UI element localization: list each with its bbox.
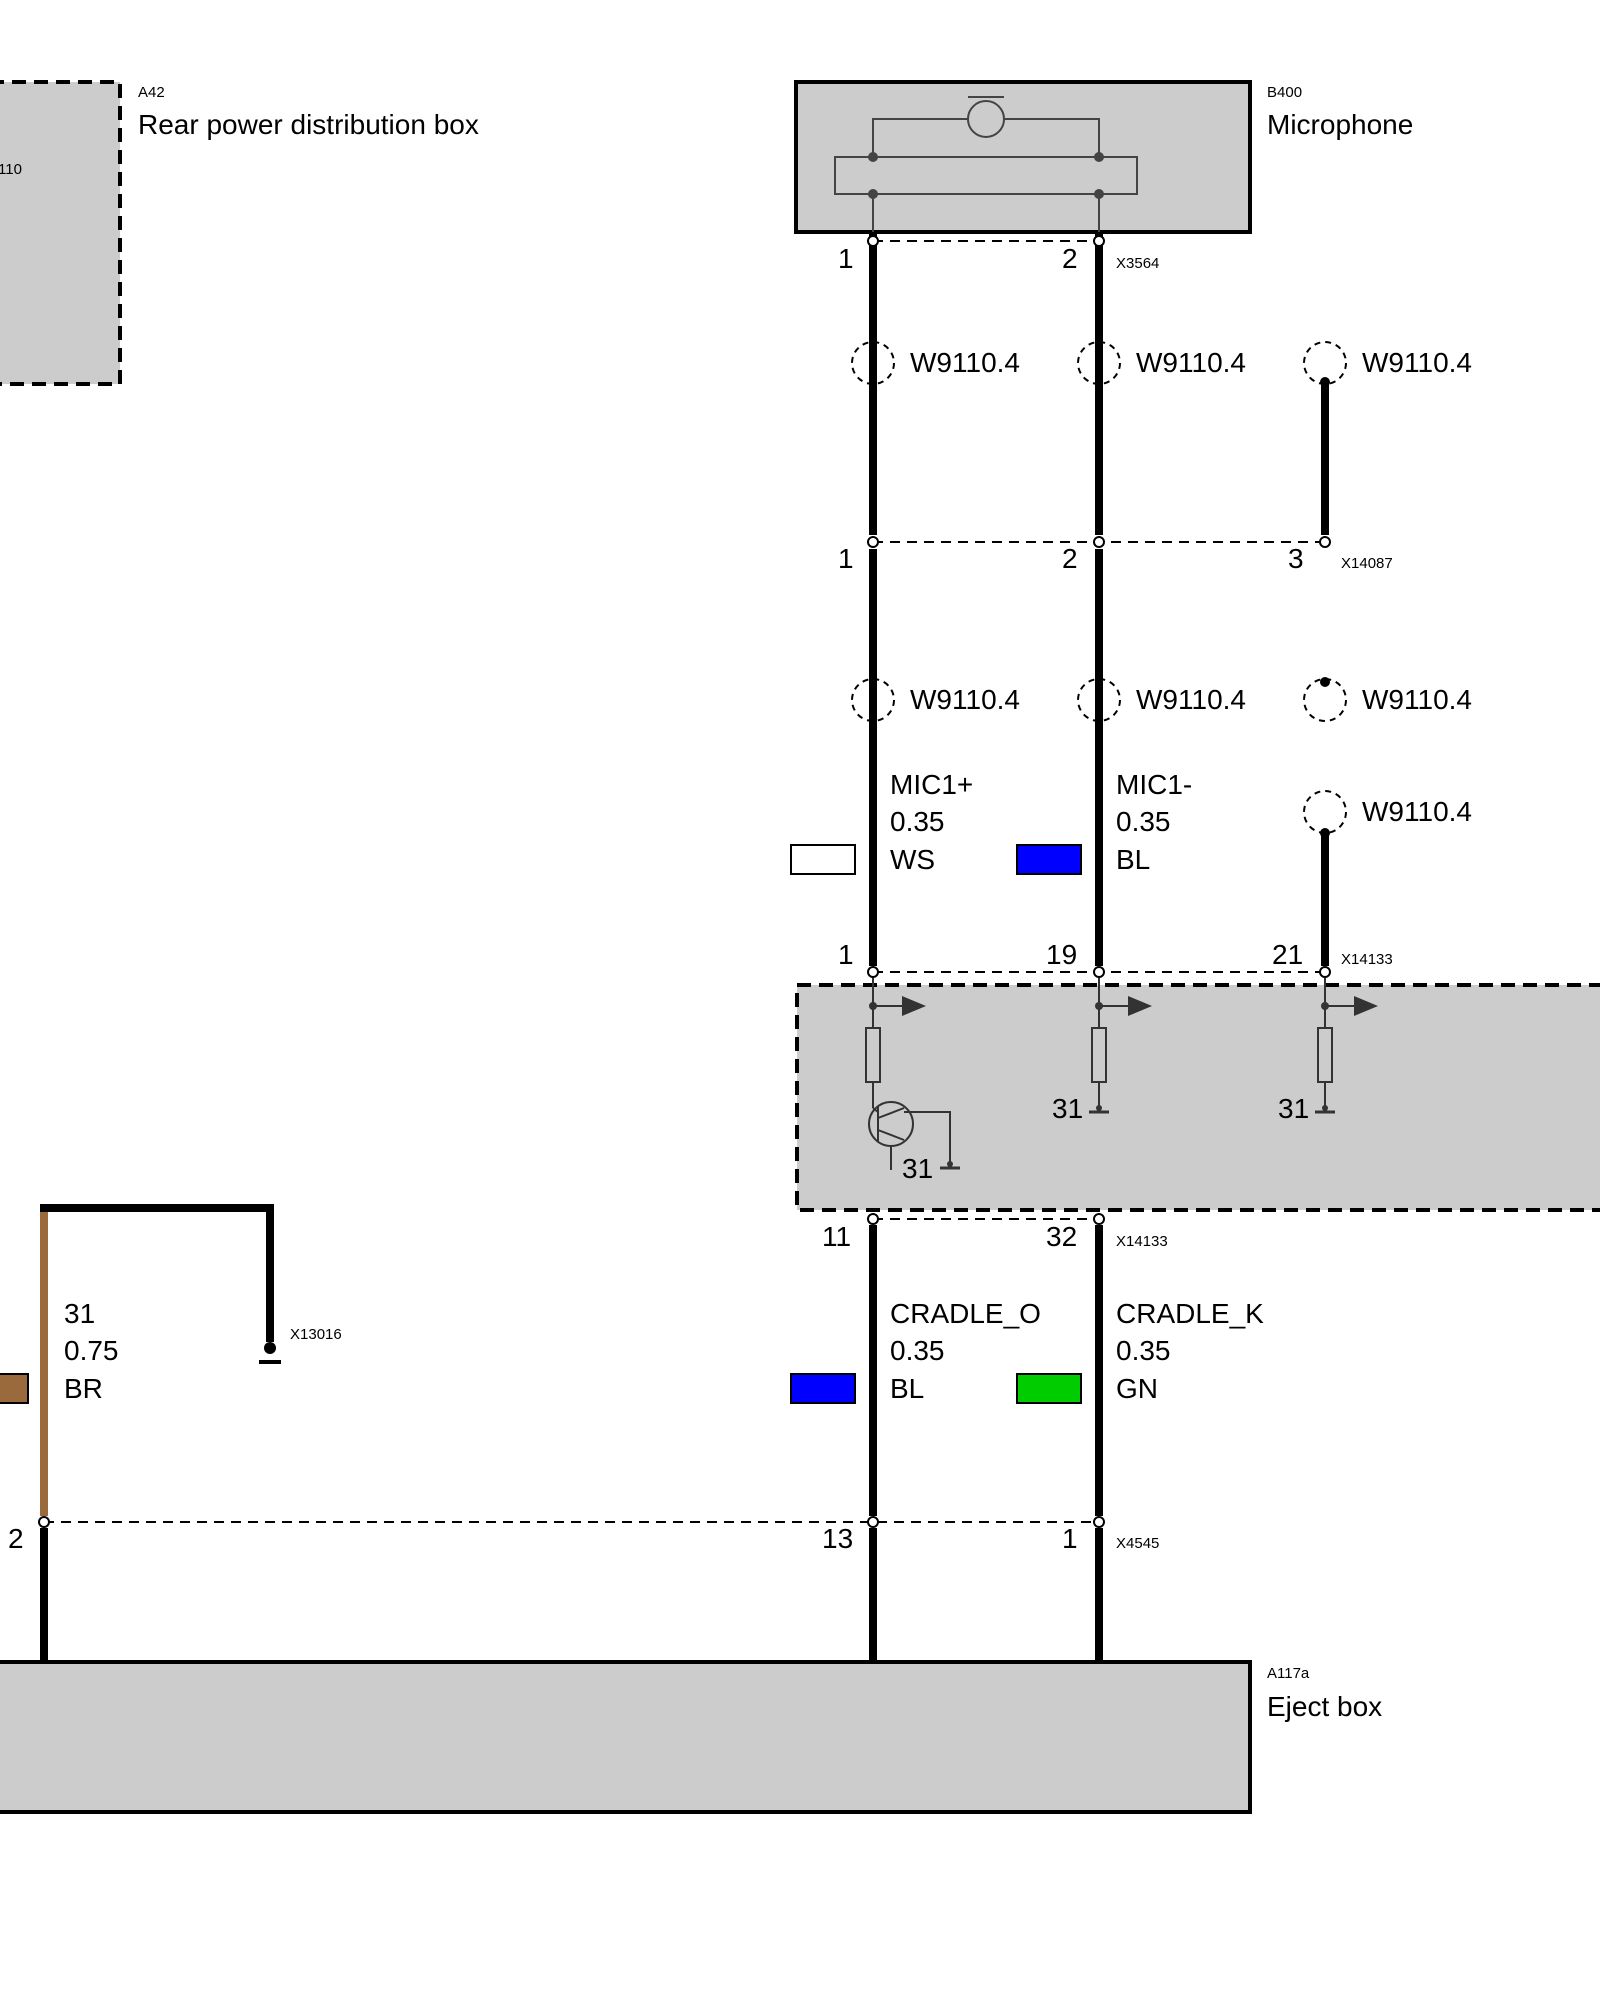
wire-color-swatch xyxy=(790,1373,856,1404)
pin-number: 1 xyxy=(1062,1523,1078,1554)
control-unit-box xyxy=(795,983,1600,1212)
wire-signal: 31 xyxy=(64,1298,95,1329)
wire-color-code: BR xyxy=(64,1373,103,1404)
wire-signal: CRADLE_O xyxy=(890,1298,1041,1329)
shield-marker-icon xyxy=(1303,678,1347,722)
wire-size: 0.35 xyxy=(1116,806,1171,837)
pin-number: 2 xyxy=(1062,543,1078,574)
a42-box xyxy=(0,80,122,386)
shield-marker-icon xyxy=(1303,790,1347,834)
shield-marker-icon xyxy=(1077,678,1121,722)
pin-number: 1 xyxy=(838,243,854,274)
x14133-bottom-label: X14133 xyxy=(1116,1233,1168,1250)
wire-color-swatch xyxy=(0,1373,29,1404)
internal-circuit xyxy=(865,978,1354,1170)
shield-marker-icon xyxy=(1077,341,1121,385)
x13016-label: X13016 xyxy=(290,1326,342,1343)
a42-name: Rear power distribution box xyxy=(138,109,479,140)
pin-number: 2 xyxy=(8,1523,24,1554)
wire-size: 0.75 xyxy=(64,1335,119,1366)
wire-color-code: BL xyxy=(890,1373,924,1404)
a117a-ref: A117a xyxy=(1267,1665,1310,1682)
a117a-box xyxy=(0,1660,1252,1814)
shield-label: W9110.4 xyxy=(1362,796,1472,827)
shield-label: W9110.4 xyxy=(1136,347,1246,378)
pin-number: 32 xyxy=(1046,1221,1077,1252)
wire-color-swatch xyxy=(790,844,856,875)
a42-ref: A42 xyxy=(138,84,165,101)
pin-number: 19 xyxy=(1046,939,1077,970)
wire-signal: MIC1+ xyxy=(890,769,973,800)
pin-number: 21 xyxy=(1272,939,1303,970)
shield-marker-icon xyxy=(1303,341,1347,385)
a42-partial-ref: 110 xyxy=(0,161,22,178)
wire-color-swatch xyxy=(1016,844,1082,875)
shield-label: W9110.4 xyxy=(910,347,1020,378)
wire-size: 0.35 xyxy=(1116,1335,1171,1366)
pin-number: 11 xyxy=(822,1221,851,1252)
ground-label: 31 xyxy=(1278,1093,1309,1124)
shield-label: W9110.4 xyxy=(1136,684,1246,715)
pin-number: 3 xyxy=(1288,543,1304,574)
shield-label: W9110.4 xyxy=(1362,347,1472,378)
microphone-symbol-icon xyxy=(834,96,1138,232)
shield-label: W9110.4 xyxy=(1362,684,1472,715)
wire-color-code: WS xyxy=(890,844,935,875)
shield-marker-icon xyxy=(851,678,895,722)
pin-number: 2 xyxy=(1062,243,1078,274)
a117a-name: Eject box xyxy=(1267,1691,1382,1722)
arrow-icon xyxy=(902,996,1378,1016)
x13016-ground-icon xyxy=(259,1342,281,1364)
x14087-label: X14087 xyxy=(1341,555,1393,572)
ground-label: 31 xyxy=(902,1153,933,1184)
wire-size: 0.35 xyxy=(890,806,945,837)
shield-marker-icon xyxy=(851,341,895,385)
pin-number: 13 xyxy=(822,1523,853,1554)
shield-label: W9110.4 xyxy=(910,684,1020,715)
wire-color-code: BL xyxy=(1116,844,1150,875)
wire-signal: MIC1- xyxy=(1116,769,1192,800)
wire-color-code: GN xyxy=(1116,1373,1158,1404)
b400-name: Microphone xyxy=(1267,109,1413,140)
ground-label: 31 xyxy=(1052,1093,1083,1124)
x3564-label: X3564 xyxy=(1116,255,1159,272)
wire-signal: CRADLE_K xyxy=(1116,1298,1264,1329)
b400-ref: B400 xyxy=(1267,84,1302,101)
x14133-top-label: X14133 xyxy=(1341,951,1393,968)
pin-number: 1 xyxy=(838,543,854,574)
x4545-label: X4545 xyxy=(1116,1535,1159,1552)
wire-size: 0.35 xyxy=(890,1335,945,1366)
pin-number: 1 xyxy=(838,939,854,970)
wire-color-swatch xyxy=(1016,1373,1082,1404)
